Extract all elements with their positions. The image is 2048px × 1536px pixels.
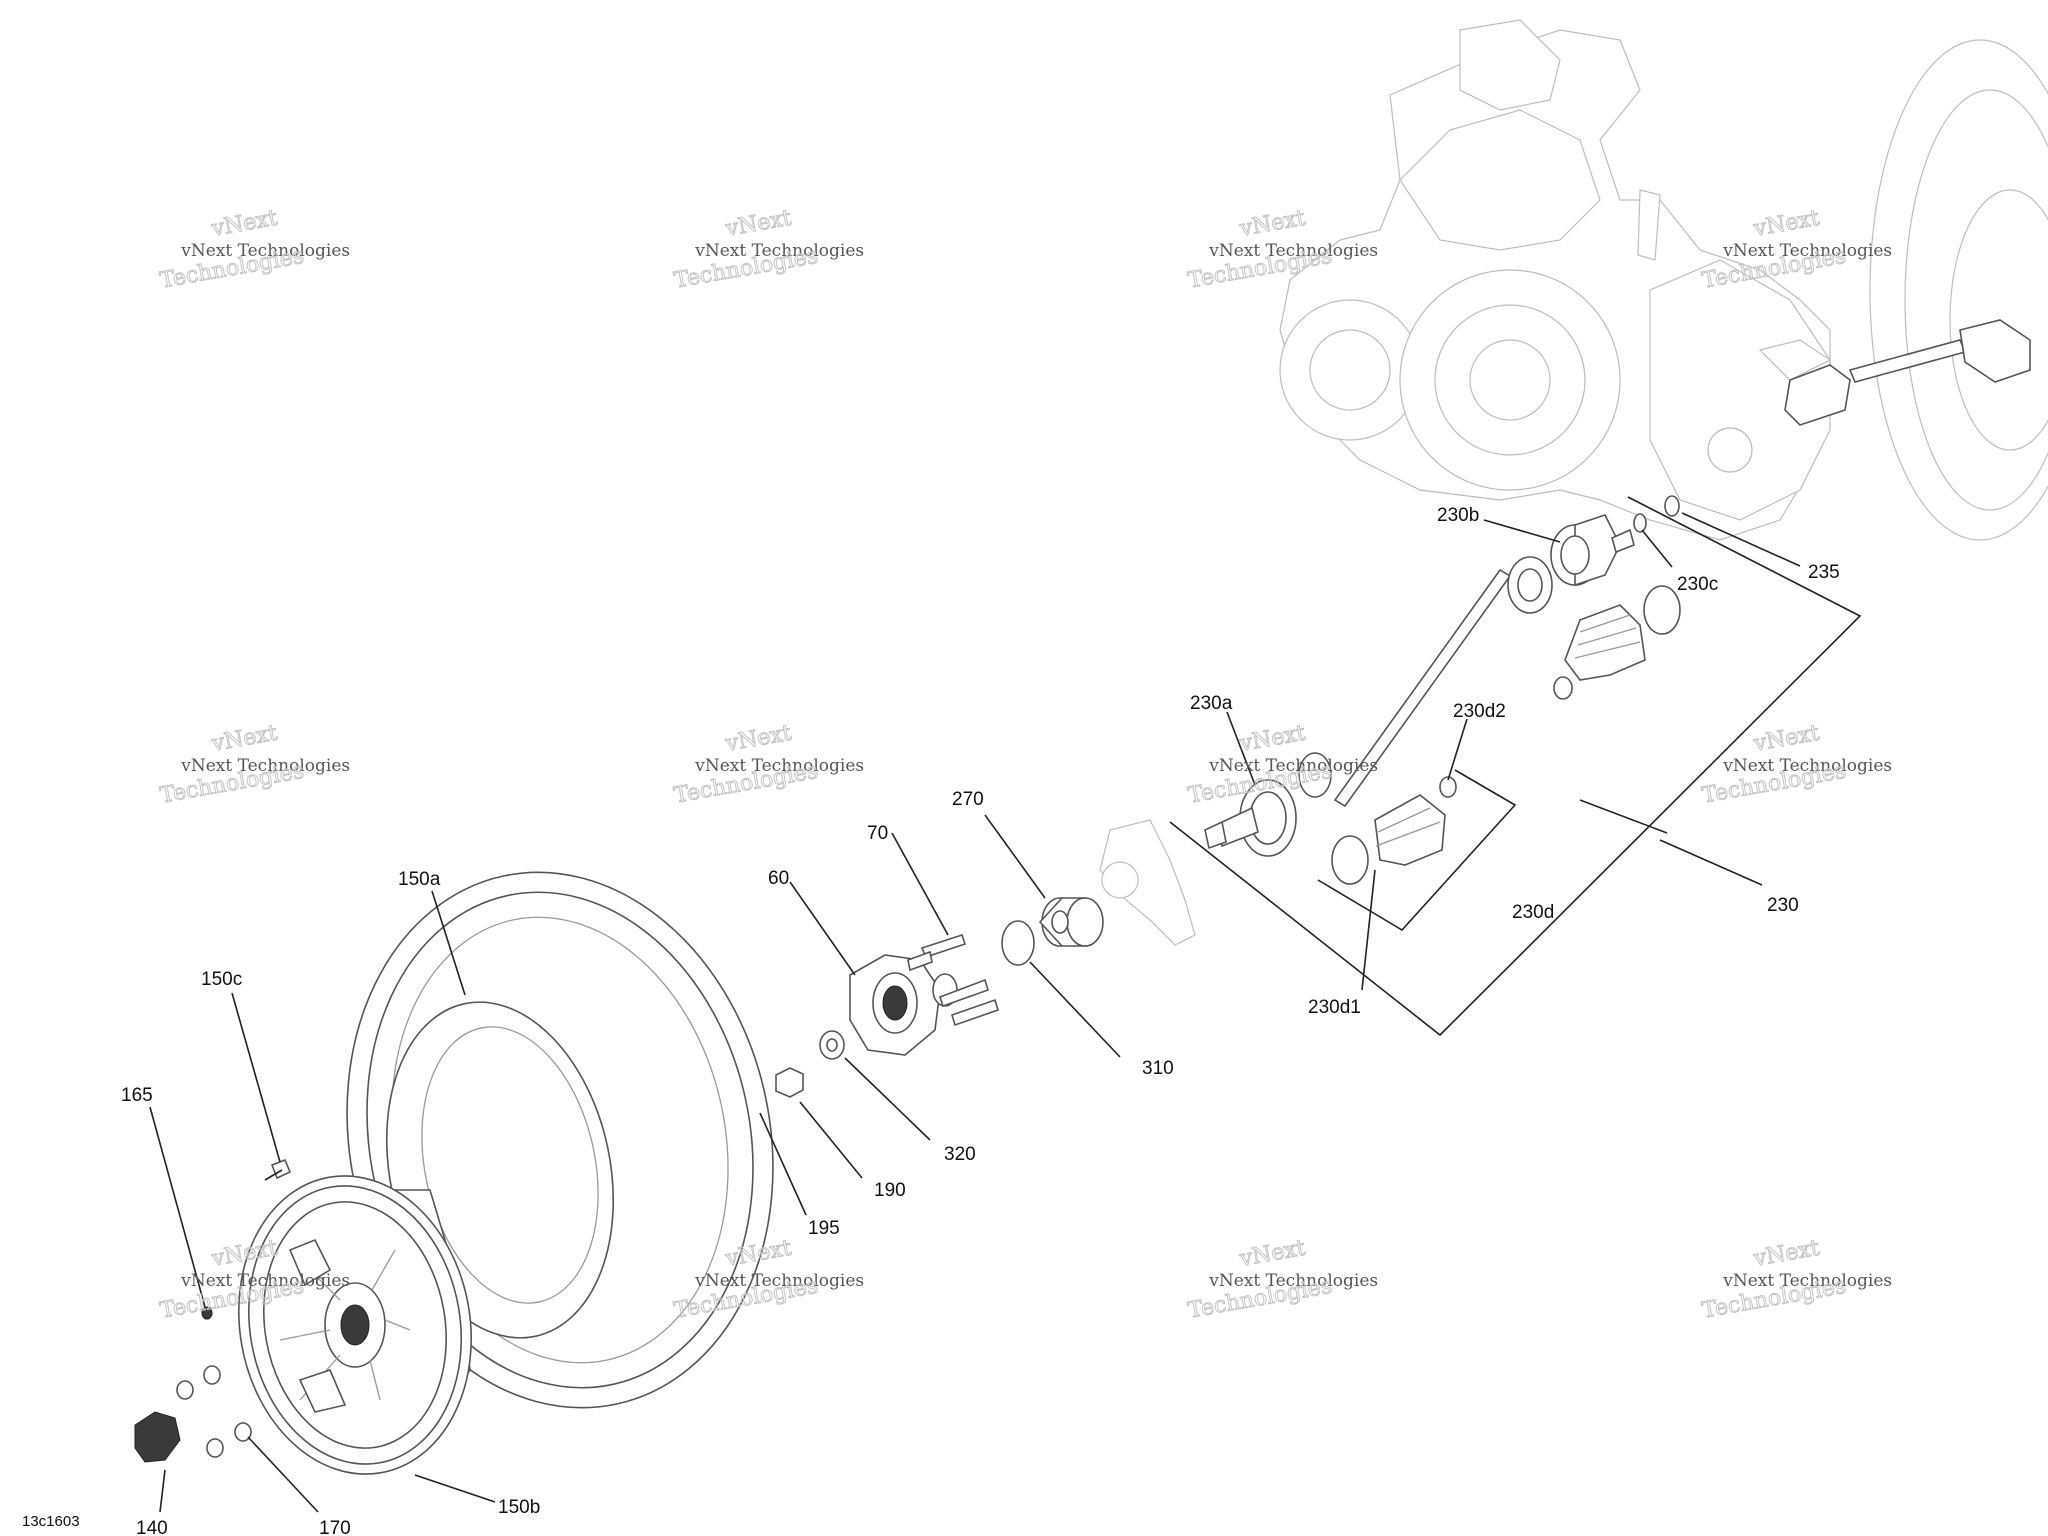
callout-60: 60 bbox=[768, 868, 789, 889]
callout-70: 70 bbox=[867, 823, 888, 844]
svg-text:vNext: vNext bbox=[1237, 721, 1307, 757]
svg-text:vNext Technologies: vNext Technologies bbox=[1208, 241, 1378, 261]
callout-310: 310 bbox=[1142, 1058, 1174, 1079]
svg-text:vNext Technologies: vNext Technologies bbox=[1208, 756, 1378, 776]
svg-text:vNext: vNext bbox=[209, 721, 279, 757]
callout-230c: 230c bbox=[1677, 574, 1718, 595]
watermark: vNext vNext Technologies Technologies bbox=[672, 205, 864, 294]
callout-165: 165 bbox=[121, 1085, 153, 1106]
wheel-hub-60 bbox=[849, 954, 958, 1056]
svg-text:vNext: vNext bbox=[1237, 206, 1307, 242]
svg-text:vNext: vNext bbox=[209, 206, 279, 242]
callout-150c: 150c bbox=[201, 969, 242, 990]
lug-nuts-170 bbox=[176, 1365, 252, 1458]
watermark: vNext vNext Technologies Technologies bbox=[1700, 1235, 1892, 1324]
callout-320: 320 bbox=[944, 1144, 976, 1165]
callout-195: 195 bbox=[808, 1218, 840, 1239]
svg-text:vNext: vNext bbox=[1751, 1236, 1821, 1272]
drive-shaft-assembly bbox=[1204, 495, 1681, 885]
watermark: vNext vNext Technologies Technologies bbox=[158, 205, 350, 294]
studs-70 bbox=[907, 933, 999, 1027]
center-cap-140 bbox=[134, 1411, 181, 1463]
svg-text:vNext Technologies: vNext Technologies bbox=[694, 241, 864, 261]
o-ring-235 bbox=[1664, 495, 1680, 517]
svg-text:vNext Technologies: vNext Technologies bbox=[1722, 756, 1892, 776]
callout-190: 190 bbox=[874, 1180, 906, 1201]
nut-190 bbox=[775, 1067, 804, 1098]
svg-text:vNext Technologies: vNext Technologies bbox=[1208, 1271, 1378, 1291]
svg-text:vNext: vNext bbox=[1751, 206, 1821, 242]
circlip-310 bbox=[1001, 920, 1035, 966]
watermark: vNext vNext Technologies Technologies bbox=[672, 720, 864, 809]
watermark: vNext vNext Technologies Technologies bbox=[158, 720, 350, 809]
boot-kit-230d bbox=[1331, 776, 1457, 885]
watermark: vNext vNext Technologies Technologies bbox=[1700, 720, 1892, 809]
knuckle bbox=[1099, 819, 1196, 946]
callout-230: 230 bbox=[1767, 895, 1799, 916]
housing-230b bbox=[1550, 514, 1635, 587]
svg-text:vNext: vNext bbox=[723, 206, 793, 242]
svg-text:vNext Technologies: vNext Technologies bbox=[694, 756, 864, 776]
watermark: vNext vNext Technologies Technologies bbox=[1700, 205, 1892, 294]
callout-labels: 235 230b 230c 230a 230d2 230d 230d1 230 … bbox=[121, 505, 1840, 1536]
boot-kit-upper bbox=[1553, 585, 1681, 700]
part-165 bbox=[201, 1306, 213, 1320]
opposite-wheel bbox=[1784, 39, 2048, 541]
callout-150a: 150a bbox=[398, 869, 441, 890]
engine-assembly bbox=[1279, 19, 1832, 541]
svg-text:vNext Technologies: vNext Technologies bbox=[1722, 1271, 1892, 1291]
bearing-270 bbox=[1038, 897, 1104, 947]
callout-235: 235 bbox=[1808, 562, 1840, 583]
circlip-230c bbox=[1633, 513, 1647, 533]
svg-text:vNext Technologies: vNext Technologies bbox=[180, 241, 350, 261]
bracket-230d bbox=[1317, 769, 1517, 932]
cv-joint-outer bbox=[1204, 779, 1297, 857]
callout-230d2: 230d2 bbox=[1453, 701, 1506, 722]
bracket-230 bbox=[1169, 496, 1862, 1037]
callout-140: 140 bbox=[136, 1518, 168, 1536]
svg-text:vNext: vNext bbox=[723, 721, 793, 757]
washer-320 bbox=[819, 1030, 845, 1060]
cv-joint-inner bbox=[1298, 556, 1553, 798]
svg-text:vNext: vNext bbox=[1751, 721, 1821, 757]
svg-text:vNext: vNext bbox=[1237, 1236, 1307, 1272]
svg-text:vNext Technologies: vNext Technologies bbox=[180, 756, 350, 776]
callout-170: 170 bbox=[319, 1518, 351, 1536]
watermark: vNext vNext Technologies Technologies bbox=[1186, 1235, 1378, 1324]
callout-230d1: 230d1 bbox=[1308, 997, 1361, 1018]
svg-text:vNext Technologies: vNext Technologies bbox=[1722, 241, 1892, 261]
callout-230b: 230b bbox=[1437, 505, 1479, 526]
svg-text:vNext Technologies: vNext Technologies bbox=[180, 1271, 350, 1291]
rim-150b bbox=[237, 1175, 473, 1475]
svg-text:vNext Technologies: vNext Technologies bbox=[694, 1271, 864, 1291]
diagram-reference: 13c1603 bbox=[22, 1513, 80, 1530]
valve-150c bbox=[264, 1158, 292, 1181]
callout-150b: 150b bbox=[498, 1497, 540, 1518]
leader-lines bbox=[149, 512, 1801, 1513]
callout-270: 270 bbox=[952, 789, 984, 810]
callout-230a: 230a bbox=[1190, 693, 1233, 714]
callout-230d: 230d bbox=[1512, 902, 1554, 923]
